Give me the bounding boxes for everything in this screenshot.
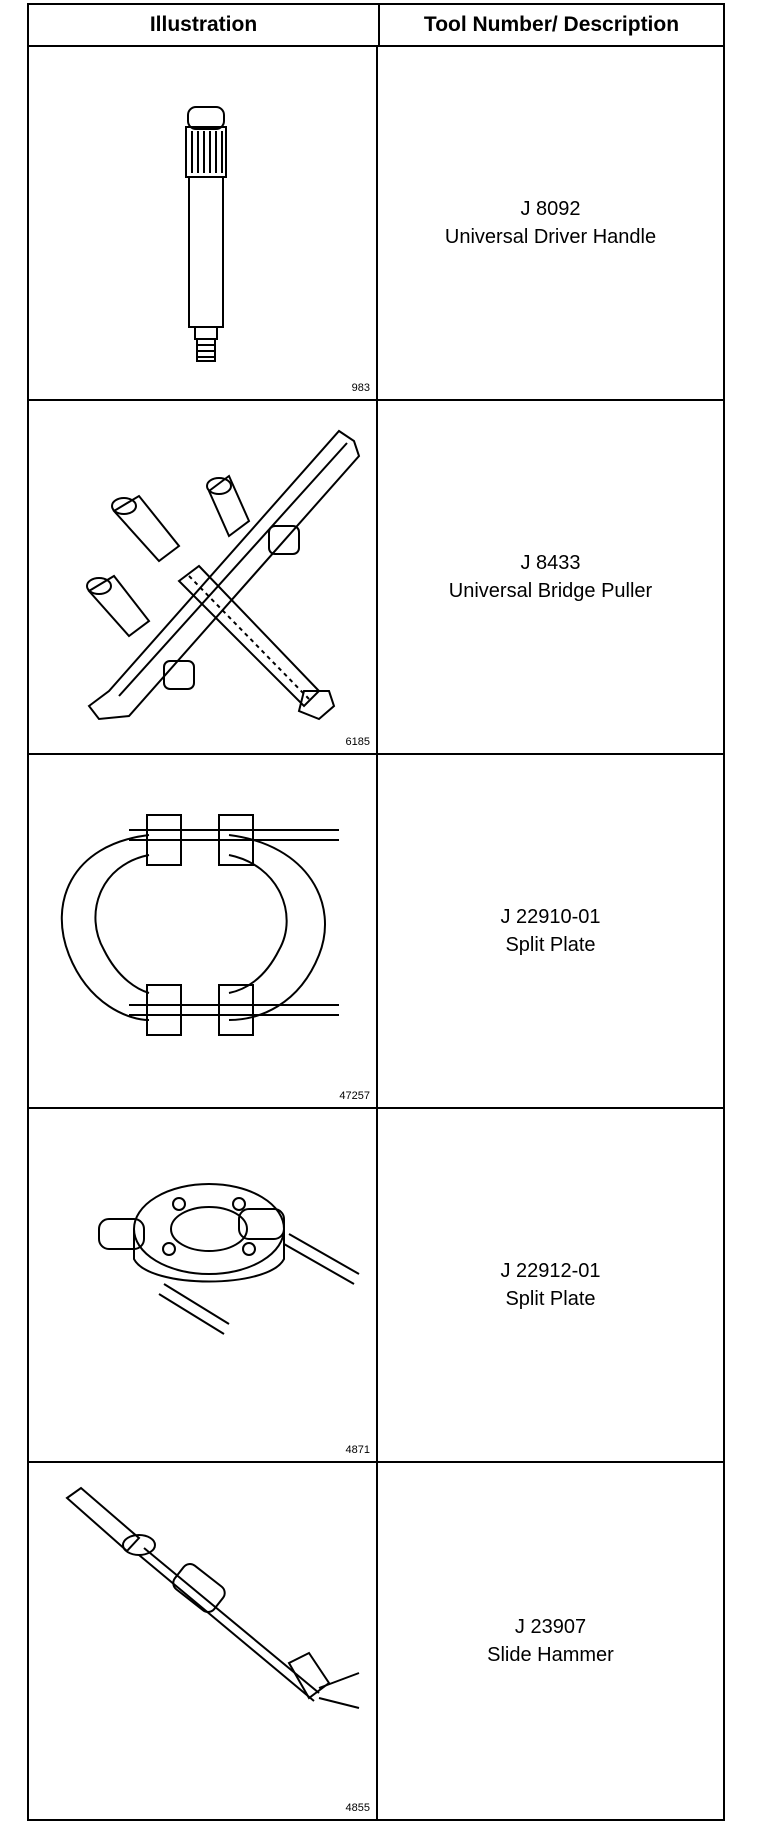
illustration-cell: 4855 <box>29 1463 378 1819</box>
description-cell: J 8092 Universal Driver Handle <box>378 47 723 399</box>
figure-number: 6185 <box>345 736 370 748</box>
description-cell: J 22910-01 Split Plate <box>378 755 723 1107</box>
bridge-puller-illustration <box>86 429 361 721</box>
illustration-cell: 983 <box>29 47 378 399</box>
figure-number: 47257 <box>339 1090 370 1102</box>
table-header: Illustration Tool Number/ Description <box>29 5 723 47</box>
driver-handle-illustration <box>185 106 227 362</box>
split-plate-illustration <box>60 814 339 1036</box>
tool-number: J 22912-01 <box>500 1260 601 1282</box>
illustration-cell: 47257 <box>29 755 378 1107</box>
description-cell: J 22912-01 Split Plate <box>378 1109 723 1461</box>
table-row: 6185 J 8433 Universal Bridge Puller <box>29 401 723 755</box>
tool-description: Universal Bridge Puller <box>448 580 653 602</box>
illustration-cell: 4871 <box>29 1109 378 1461</box>
slide-hammer-illustration <box>65 1486 360 1709</box>
figure-number: 983 <box>351 382 370 394</box>
table-row: 4871 J 22912-01 Split Plate <box>29 1109 723 1463</box>
tool-description: Slide Hammer <box>487 1644 614 1666</box>
table-row: 4855 J 23907 Slide Hammer <box>29 1463 723 1819</box>
description-cell: J 23907 Slide Hammer <box>378 1463 723 1819</box>
tool-number: J 22910-01 <box>500 906 601 928</box>
tool-description: Split Plate <box>505 934 596 956</box>
tool-number: J 8433 <box>520 552 581 574</box>
tool-description: Universal Driver Handle <box>444 226 657 248</box>
header-illustration: Illustration <box>29 5 380 45</box>
table-row: 983 J 8092 Universal Driver Handle <box>29 47 723 401</box>
illustration-cell: 6185 <box>29 401 378 753</box>
tool-table: Illustration Tool Number/ Description <box>27 3 725 1821</box>
tool-description: Split Plate <box>505 1288 596 1310</box>
figure-number: 4855 <box>345 1802 370 1814</box>
tool-number: J 8092 <box>520 198 581 220</box>
header-description: Tool Number/ Description <box>423 13 680 36</box>
split-plate-small-illustration <box>98 1183 360 1335</box>
tool-number: J 23907 <box>514 1616 587 1638</box>
description-cell: J 8433 Universal Bridge Puller <box>378 401 723 753</box>
figure-number: 4871 <box>345 1444 370 1456</box>
table-row: 47257 J 22910-01 Split Plate <box>29 755 723 1109</box>
